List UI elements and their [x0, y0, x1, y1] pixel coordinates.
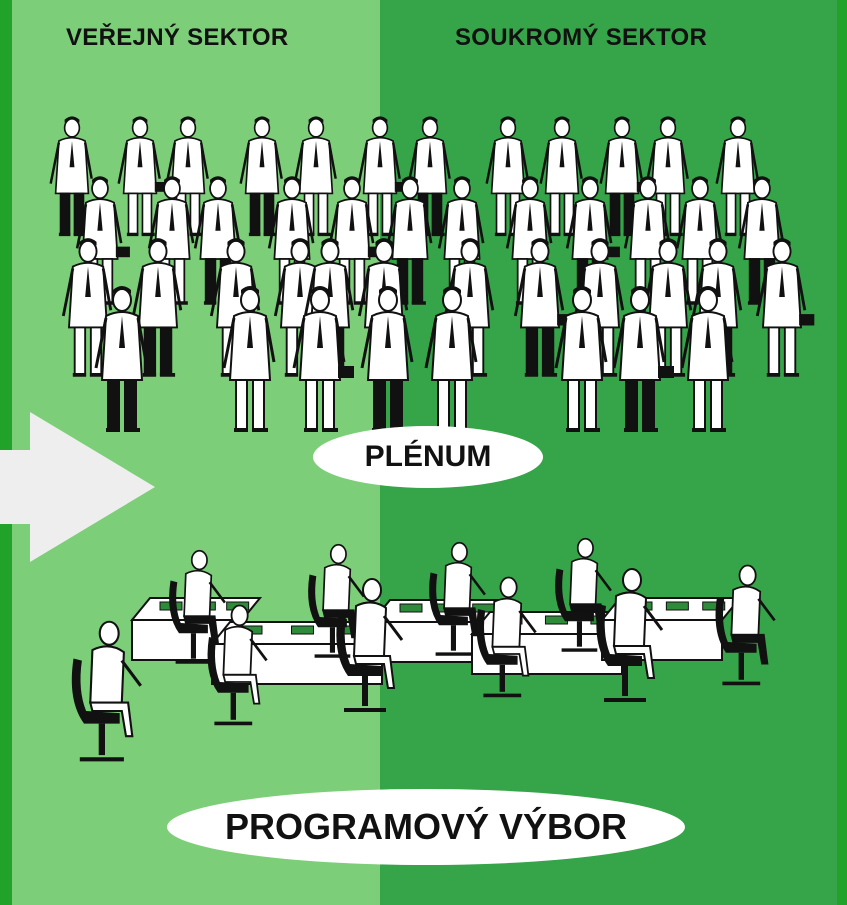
plenum-label: PLÉNUM	[313, 426, 543, 488]
standing-person	[292, 286, 354, 432]
seated-meeting-people	[71, 537, 776, 762]
program-committee-label: PROGRAMOVÝ VÝBOR	[167, 789, 685, 865]
standing-person	[131, 238, 183, 377]
standing-person	[49, 116, 93, 237]
seated-person	[71, 620, 142, 762]
standing-person	[755, 238, 815, 377]
seated-person	[429, 541, 486, 656]
seated-person	[336, 578, 404, 712]
seated-person	[169, 549, 226, 664]
standing-person	[599, 116, 650, 237]
seated-person	[555, 537, 612, 652]
standing-person	[94, 286, 148, 432]
standing-person	[554, 286, 608, 432]
public-sector-label: VEŘEJNÝ SEKTOR	[66, 24, 289, 51]
seated-person	[308, 543, 365, 658]
standing-person	[680, 286, 734, 432]
standing-person	[539, 116, 583, 237]
standing-person	[117, 116, 168, 237]
standing-person	[222, 286, 276, 432]
right-frame-strip	[837, 0, 847, 905]
seated-person	[476, 576, 537, 698]
seated-person	[596, 568, 664, 702]
standing-person	[424, 286, 478, 432]
private-sector-label: SOUKROMÝ SEKTOR	[455, 24, 708, 51]
standing-person	[612, 286, 674, 432]
seated-person	[207, 604, 268, 726]
standing-person	[443, 238, 495, 377]
standing-person	[715, 116, 759, 237]
standing-person	[641, 238, 693, 377]
standing-people-crowd	[49, 116, 815, 432]
right-arrow-icon	[0, 412, 155, 562]
standing-person	[239, 116, 283, 237]
seated-person	[715, 564, 776, 686]
